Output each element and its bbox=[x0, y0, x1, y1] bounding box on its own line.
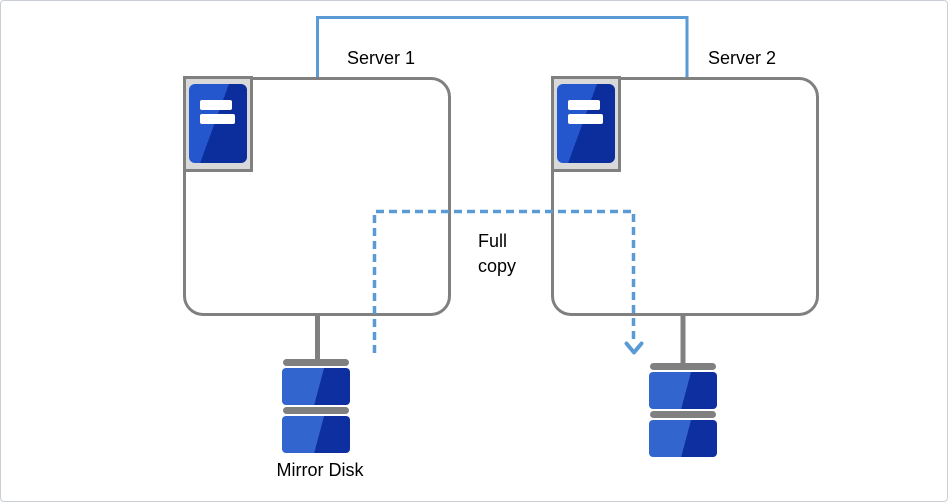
server2-icon bbox=[551, 76, 621, 172]
full-copy-label-line1: Full bbox=[478, 231, 508, 251]
disk-platter bbox=[282, 368, 350, 405]
server1-icon bbox=[183, 76, 253, 172]
server-icon bbox=[189, 84, 247, 163]
disk-cap bbox=[650, 411, 716, 418]
server2-label: Server 2 bbox=[708, 48, 777, 68]
disk-platter bbox=[282, 416, 350, 453]
mirror-disk-icon bbox=[282, 359, 350, 453]
full-copy-label: Full copy bbox=[478, 229, 516, 279]
server-icon-slot bbox=[568, 100, 600, 110]
server-icon-slot bbox=[568, 114, 603, 124]
server-icon-slot bbox=[200, 114, 235, 124]
full-copy-arrowhead bbox=[624, 341, 644, 355]
server1-label: Server 1 bbox=[347, 48, 416, 68]
disk-cap bbox=[283, 359, 349, 366]
server2-disk-icon bbox=[649, 363, 717, 457]
disk-cap bbox=[650, 363, 716, 370]
disk-platter bbox=[649, 420, 717, 457]
disk-platter bbox=[649, 372, 717, 409]
server-icon-slot bbox=[200, 100, 232, 110]
server-icon bbox=[557, 84, 615, 163]
disk-cap bbox=[283, 407, 349, 414]
mirror-disk-label: Mirror Disk bbox=[276, 460, 364, 480]
full-copy-label-line2: copy bbox=[478, 256, 517, 276]
